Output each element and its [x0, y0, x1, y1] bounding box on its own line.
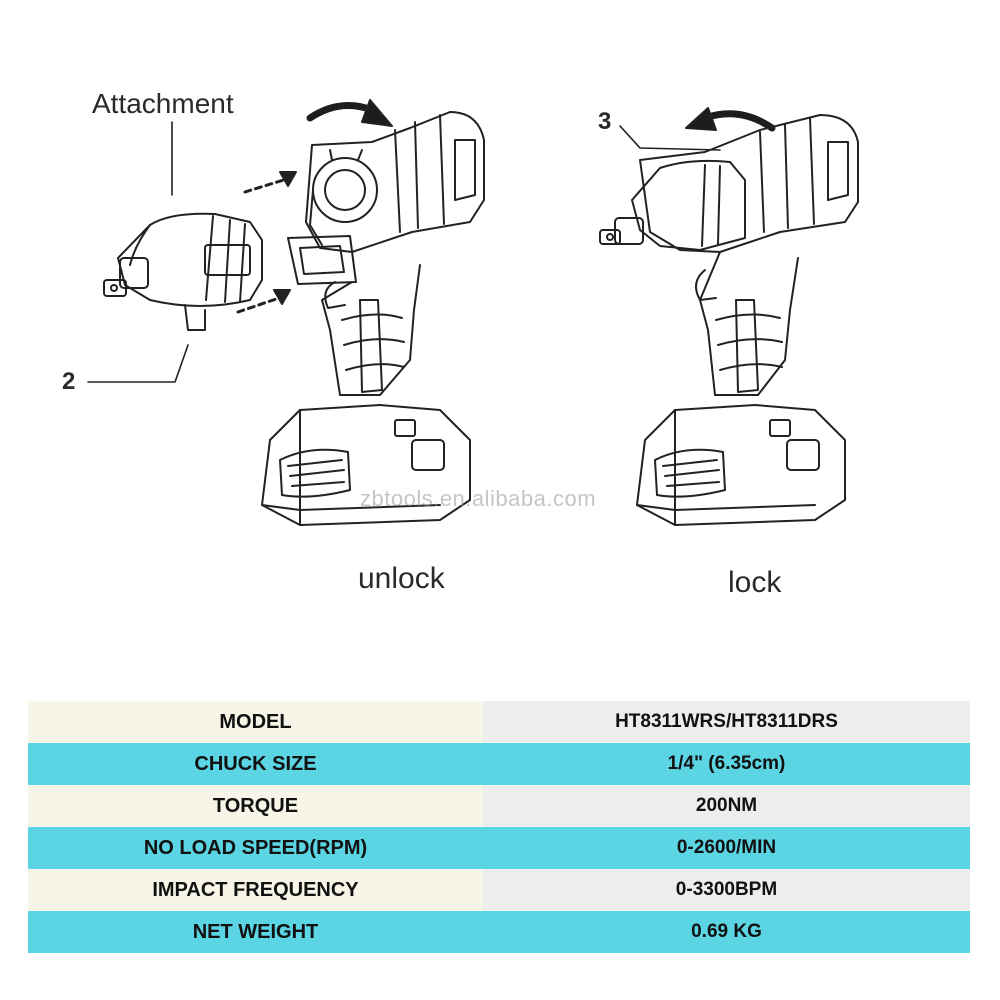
spec-row-model: MODEL HT8311WRS/HT8311DRS [28, 701, 970, 743]
spec-value: 0-2600/MIN [483, 827, 970, 869]
watermark: zbtools.en.alibaba.com [360, 486, 597, 511]
lock-caption: lock [728, 566, 782, 599]
spec-key: CHUCK SIZE [28, 743, 483, 785]
drill-unlock-drawing [261, 99, 485, 526]
spec-key: NO LOAD SPEED(RPM) [28, 827, 483, 869]
spec-key: MODEL [28, 701, 483, 743]
callout-2-label: 2 [62, 368, 76, 395]
spec-row-no-load-speed: NO LOAD SPEED(RPM) 0-2600/MIN [28, 827, 970, 869]
unlock-caption: unlock [358, 562, 445, 595]
spec-row-torque: TORQUE 200NM [28, 785, 970, 827]
spec-key: IMPACT FREQUENCY [28, 869, 483, 911]
assembly-illustration [87, 99, 859, 526]
spec-value: HT8311WRS/HT8311DRS [483, 701, 970, 743]
callout-3-label: 3 [598, 108, 612, 135]
spec-row-chuck-size: CHUCK SIZE 1/4" (6.35cm) [28, 743, 970, 785]
spec-value: 200NM [483, 785, 970, 827]
spec-value: 0-3300BPM [483, 869, 970, 911]
spec-row-impact-frequency: IMPACT FREQUENCY 0-3300BPM [28, 869, 970, 911]
attachment-head-drawing [103, 212, 263, 331]
spec-value: 1/4" (6.35cm) [483, 743, 970, 785]
attachment-label: Attachment [92, 88, 234, 119]
spec-table: MODEL HT8311WRS/HT8311DRS CHUCK SIZE 1/4… [28, 701, 970, 953]
drill-lock-drawing [599, 107, 859, 526]
insert-arrows [236, 176, 292, 314]
spec-key: NET WEIGHT [28, 911, 483, 953]
spec-value: 0.69 KG [483, 911, 970, 953]
spec-row-net-weight: NET WEIGHT 0.69 KG [28, 911, 970, 953]
spec-key: TORQUE [28, 785, 483, 827]
